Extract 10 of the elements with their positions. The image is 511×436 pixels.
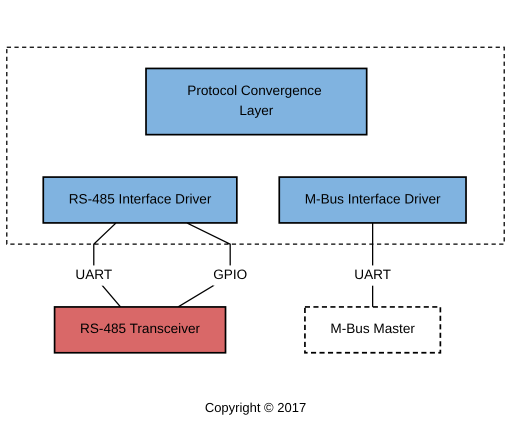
node-box: RS-485 Interface Driver bbox=[42, 176, 238, 224]
node-box: M-Bus Interface Driver bbox=[278, 176, 467, 224]
node-box: RS-485 Transceiver bbox=[54, 306, 226, 354]
node-box: Protocol Convergence Layer bbox=[145, 68, 368, 136]
edge-label: UART bbox=[354, 268, 392, 282]
node-box: M-Bus Master bbox=[304, 306, 442, 354]
edge-label: GPIO bbox=[213, 268, 248, 282]
cluster bbox=[6, 46, 505, 245]
copyright-note: Copyright © 2017 bbox=[204, 400, 308, 415]
edge-label: UART bbox=[75, 268, 112, 282]
